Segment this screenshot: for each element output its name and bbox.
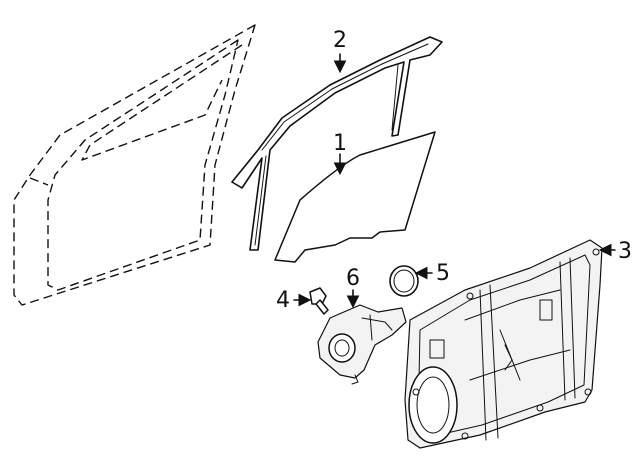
callout-2: 2 [333,28,347,53]
part-6-window-motor [317,304,407,385]
callout-4: 4 [276,288,290,313]
callout-6: 6 [346,266,360,291]
callout-5: 5 [436,261,450,286]
callout-leaders [293,53,616,309]
part-2-window-channel [231,36,443,251]
part-4-bolt [309,287,329,315]
callout-1: 1 [333,131,347,156]
part-3-door-module [404,239,603,449]
part-5-grommet [389,265,419,297]
part-1-door-glass [274,131,436,263]
door-phantom-outline [13,24,256,306]
callout-3: 3 [618,239,632,264]
